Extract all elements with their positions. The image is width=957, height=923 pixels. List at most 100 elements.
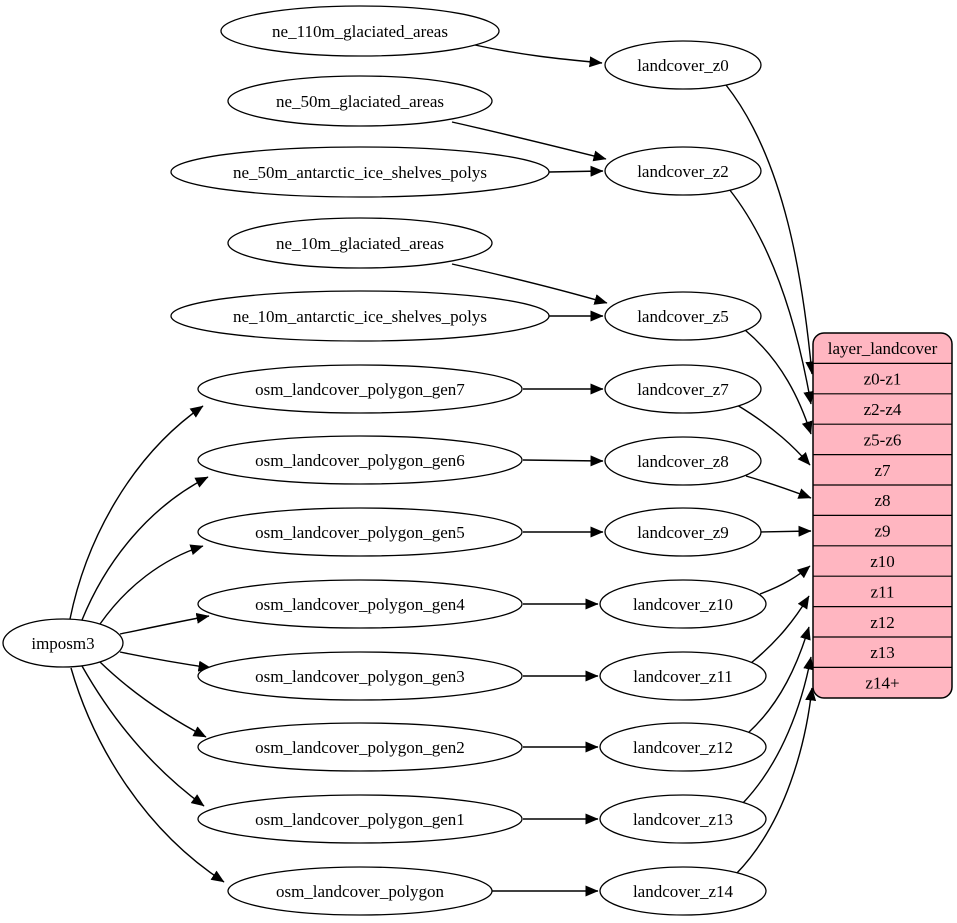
edge-landcover_z8-to-row-z8 [745,475,812,499]
node-ne_50m_glaciated_areas: ne_50m_glaciated_areas [227,75,493,127]
edge-landcover_z10-to-row-z10 [759,565,811,595]
record-row-z2-z4: z2-z4 [864,400,902,419]
edge-imposm3-to-osm_landcover_polygon_gen2 [99,661,207,738]
node-ellipse-landcover_z11 [599,651,767,701]
edge-ne_110m_glaciated_areas-to-landcover_z0 [474,44,603,68]
node-landcover_z11: landcover_z11 [599,651,767,701]
node-landcover_z14: landcover_z14 [599,866,767,916]
node-ellipse-landcover_z12 [599,722,767,772]
node-ellipse-landcover_z13 [599,794,767,844]
node-label-osm_landcover_polygon_gen5: osm_landcover_polygon_gen5 [255,523,465,542]
node-label-osm_landcover_polygon_gen2: osm_landcover_polygon_gen2 [255,738,465,757]
edge-imposm3-to-osm_landcover_polygon_gen6 [81,476,209,621]
node-ellipse-ne_50m_antarctic_ice_shelves_polys [170,146,550,198]
edge-landcover_z5-to-row-z5-z6 [744,329,813,435]
edge-ne_10m_glaciated_areas-to-landcover_z5 [451,263,608,305]
node-label-landcover_z13: landcover_z13 [633,810,733,829]
node-label-osm_landcover_polygon_gen6: osm_landcover_polygon_gen6 [255,451,465,470]
node-landcover_z7: landcover_z7 [604,364,762,414]
node-label-landcover_z5: landcover_z5 [637,307,729,326]
edge-landcover_z13-to-row-z13 [742,656,815,804]
node-label-imposm3: imposm3 [31,634,94,653]
node-ne_10m_antarctic_ice_shelves_polys: ne_10m_antarctic_ice_shelves_polys [170,290,550,342]
node-ellipse-osm_landcover_polygon_gen2 [197,722,523,772]
node-osm_landcover_polygon_gen1: osm_landcover_polygon_gen1 [197,794,523,844]
edge-landcover_z11-to-row-z11 [750,595,810,664]
node-ellipse-landcover_z0 [604,40,762,90]
node-ne_10m_glaciated_areas: ne_10m_glaciated_areas [227,217,493,269]
node-ellipse-ne_50m_glaciated_areas [227,75,493,127]
edge-imposm3-to-osm_landcover_polygon_gen5 [99,544,204,625]
record-row-z5-z6: z5-z6 [864,431,902,450]
node-osm_landcover_polygon: osm_landcover_polygon [227,866,493,916]
record-row-z7: z7 [874,461,891,480]
node-ellipse-osm_landcover_polygon_gen3 [197,651,523,701]
node-label-osm_landcover_polygon_gen1: osm_landcover_polygon_gen1 [255,810,465,829]
node-ellipse-ne_10m_glaciated_areas [227,217,493,269]
node-osm_landcover_polygon_gen4: osm_landcover_polygon_gen4 [197,579,523,629]
record-row-z14plus: z14+ [865,674,899,693]
edge-landcover_z9-to-row-z9 [760,525,812,537]
node-label-osm_landcover_polygon_gen7: osm_landcover_polygon_gen7 [255,380,465,399]
node-label-landcover_z7: landcover_z7 [637,380,729,399]
edge-landcover_z12-to-row-z12 [747,626,811,734]
node-ellipse-osm_landcover_polygon_gen1 [197,794,523,844]
node-landcover_z2: landcover_z2 [604,146,762,196]
record-layer_landcover: layer_landcover z0-z1 z2-z4 z5-z6 z7 z8 … [812,332,953,699]
node-landcover_z10: landcover_z10 [599,579,767,629]
edge-ne_50m_antarctic_ice_shelves_polys-to-landcover_z2 [548,165,604,177]
edge-landcover_z7-to-row-z7 [736,404,811,466]
node-ellipse-landcover_z7 [604,364,762,414]
edge-imposm3-to-osm_landcover_polygon_gen1 [81,665,205,807]
node-label-landcover_z14: landcover_z14 [633,882,734,901]
node-landcover_z0: landcover_z0 [604,40,762,90]
node-osm_landcover_polygon_gen5: osm_landcover_polygon_gen5 [197,507,523,557]
node-osm_landcover_polygon_gen7: osm_landcover_polygon_gen7 [197,364,523,414]
node-label-osm_landcover_polygon: osm_landcover_polygon [276,882,445,901]
node-ne_110m_glaciated_areas: ne_110m_glaciated_areas [220,5,500,57]
record-row-z8: z8 [874,491,890,510]
edge-ne_50m_glaciated_areas-to-landcover_z2 [451,121,607,162]
node-ellipse-landcover_z5 [604,291,762,341]
node-ellipse-landcover_z9 [604,507,762,557]
record-row-z10: z10 [870,552,895,571]
edge-imposm3-to-osm_landcover_polygon_gen3 [119,651,212,672]
node-label-landcover_z9: landcover_z9 [637,523,729,542]
node-ellipse-landcover_z2 [604,146,762,196]
node-label-osm_landcover_polygon_gen3: osm_landcover_polygon_gen3 [255,667,465,686]
node-ellipse-ne_10m_antarctic_ice_shelves_polys [170,290,550,342]
edge-landcover_z14-to-row-z14plus [735,687,817,875]
node-label-landcover_z8: landcover_z8 [637,452,729,471]
node-landcover_z9: landcover_z9 [604,507,762,557]
node-ellipse-landcover_z10 [599,579,767,629]
node-imposm3: imposm3 [2,618,124,668]
edge-group [69,44,817,897]
node-ellipse-osm_landcover_polygon_gen5 [197,507,523,557]
node-label-landcover_z2: landcover_z2 [637,162,729,181]
node-ellipse-osm_landcover_polygon_gen4 [197,579,523,629]
node-osm_landcover_polygon_gen3: osm_landcover_polygon_gen3 [197,651,523,701]
node-label-landcover_z11: landcover_z11 [633,667,732,686]
node-ellipse-osm_landcover_polygon [227,866,493,916]
node-label-landcover_z12: landcover_z12 [633,738,733,757]
node-ellipse-landcover_z14 [599,866,767,916]
record-row-z9: z9 [874,522,890,541]
node-label-ne_10m_glaciated_areas: ne_10m_glaciated_areas [276,234,444,253]
record-row-z11: z11 [871,582,895,601]
node-label-landcover_z0: landcover_z0 [637,56,729,75]
node-label-ne_50m_glaciated_areas: ne_50m_glaciated_areas [276,92,444,111]
node-label-ne_10m_antarctic_ice_shelves_polys: ne_10m_antarctic_ice_shelves_polys [233,307,487,326]
node-osm_landcover_polygon_gen2: osm_landcover_polygon_gen2 [197,722,523,772]
node-label-landcover_z10: landcover_z10 [633,595,733,614]
edge-imposm3-to-osm_landcover_polygon_gen7 [69,405,204,620]
node-ellipse-osm_landcover_polygon_gen7 [197,364,523,414]
record-row-z12: z12 [870,613,895,632]
node-ellipse-imposm3 [2,618,124,668]
node-landcover_z8: landcover_z8 [604,436,762,486]
record-row-z0-z1: z0-z1 [864,370,902,389]
node-landcover_z13: landcover_z13 [599,794,767,844]
node-ellipse-landcover_z8 [604,436,762,486]
record-row-z13: z13 [870,643,895,662]
